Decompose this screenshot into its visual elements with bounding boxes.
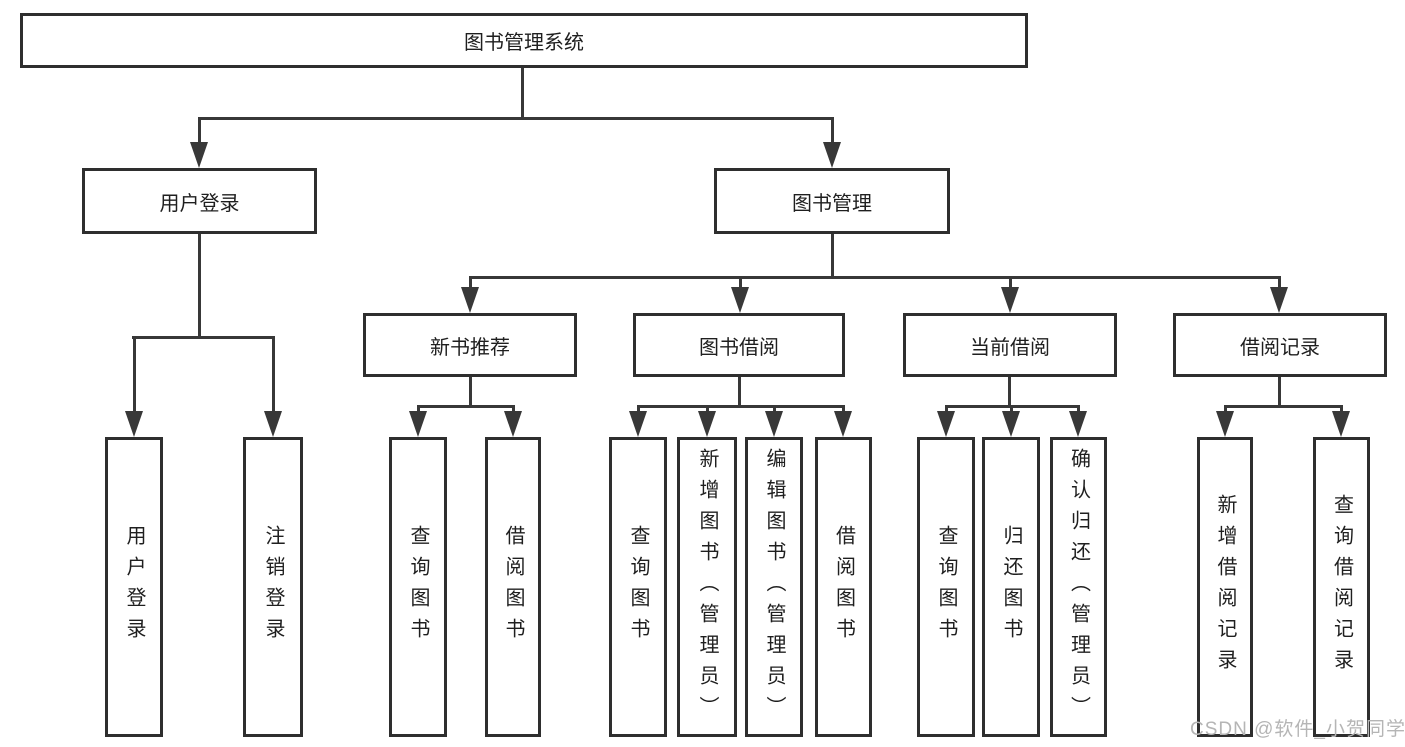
- connector-line: [1278, 276, 1281, 290]
- arrowhead: [765, 411, 783, 437]
- arrowhead: [504, 411, 522, 437]
- node-current-borrowing-label: 当前借阅: [970, 336, 1050, 359]
- leaf-query-borrow-record-label: 查询借阅记录: [1330, 494, 1353, 680]
- leaf-query-books-recommend-label: 查询图书: [407, 525, 429, 649]
- node-borrowing-records: 借阅记录: [1173, 313, 1387, 377]
- connector-line: [417, 405, 420, 415]
- arrowhead: [1069, 411, 1087, 437]
- connector-line: [521, 68, 524, 118]
- connector-line: [1009, 276, 1012, 290]
- connector-line: [706, 405, 709, 415]
- leaf-add-borrow-record-label: 新增借阅记录: [1214, 494, 1236, 680]
- connector-line: [1224, 405, 1227, 415]
- arrowhead: [409, 411, 427, 437]
- connector-line: [1224, 405, 1343, 408]
- leaf-query-books-recommend: 查询图书: [389, 437, 447, 737]
- connector-line: [132, 336, 274, 339]
- leaf-edit-book-admin-label: 编辑图书（管理员）: [763, 447, 785, 727]
- connector-line: [1278, 377, 1281, 408]
- node-new-book-recommendation: 新书推荐: [363, 313, 577, 377]
- leaf-borrow-books-borrowing-label: 借阅图书: [832, 525, 855, 649]
- arrowhead: [125, 411, 143, 437]
- leaf-borrow-books-recommend: 借阅图书: [485, 437, 541, 737]
- node-borrowing-records-label: 借阅记录: [1240, 336, 1320, 359]
- arrowhead: [1001, 287, 1019, 313]
- connector-line: [512, 405, 515, 415]
- connector-line: [469, 276, 472, 290]
- arrowhead: [629, 411, 647, 437]
- node-new-book-recommendation-label: 新书推荐: [430, 336, 510, 359]
- node-book-management: 图书管理: [714, 168, 950, 234]
- connector-line: [417, 405, 515, 408]
- watermark: CSDN @软件_小贺同学: [1190, 719, 1405, 740]
- leaf-edit-book-admin: 编辑图书（管理员）: [745, 437, 803, 737]
- leaf-logout-label: 注销登录: [262, 525, 284, 649]
- connector-line: [773, 405, 776, 415]
- arrowhead: [1002, 411, 1020, 437]
- arrowhead: [1332, 411, 1350, 437]
- connector-line: [739, 276, 742, 290]
- connector-line: [1340, 405, 1343, 415]
- leaf-confirm-return-admin-label: 确认归还（管理员）: [1067, 447, 1090, 727]
- node-book-borrowing-label: 图书借阅: [699, 336, 779, 359]
- connector-line: [738, 377, 741, 408]
- arrowhead: [937, 411, 955, 437]
- connector-line: [469, 377, 472, 408]
- leaf-return-books: 归还图书: [982, 437, 1040, 737]
- arrowhead: [834, 411, 852, 437]
- arrowhead: [264, 411, 282, 437]
- leaf-borrow-books-recommend-label: 借阅图书: [502, 525, 524, 649]
- node-book-borrowing: 图书借阅: [633, 313, 845, 377]
- connector-line: [637, 405, 640, 415]
- connector-line: [1008, 377, 1011, 408]
- node-book-management-label: 图书管理: [792, 192, 872, 215]
- connector-line: [842, 405, 845, 415]
- arrowhead: [190, 142, 208, 168]
- leaf-user-login: 用户登录: [105, 437, 163, 737]
- leaf-return-books-label: 归还图书: [1000, 525, 1022, 649]
- connector-line: [198, 234, 201, 337]
- connector-line: [1010, 405, 1013, 415]
- connector-line: [272, 336, 275, 414]
- leaf-add-book-admin-label: 新增图书（管理员）: [696, 447, 718, 727]
- leaf-query-borrow-record: 查询借阅记录: [1313, 437, 1370, 737]
- leaf-add-borrow-record: 新增借阅记录: [1197, 437, 1253, 737]
- leaf-logout: 注销登录: [243, 437, 303, 737]
- leaf-query-books-current: 查询图书: [917, 437, 975, 737]
- leaf-query-books-borrowing-label: 查询图书: [627, 525, 649, 649]
- arrowhead: [731, 287, 749, 313]
- connector-line: [831, 117, 834, 147]
- connector-line: [945, 405, 948, 415]
- leaf-user-login-label: 用户登录: [123, 525, 145, 649]
- leaf-borrow-books-borrowing: 借阅图书: [815, 437, 872, 737]
- connector-line: [198, 117, 201, 147]
- leaf-add-book-admin: 新增图书（管理员）: [677, 437, 737, 737]
- connector-line: [469, 276, 1281, 279]
- leaf-query-books-current-label: 查询图书: [935, 525, 957, 649]
- arrowhead: [698, 411, 716, 437]
- node-current-borrowing: 当前借阅: [903, 313, 1117, 377]
- arrowhead: [823, 142, 841, 168]
- connector-line: [1077, 405, 1080, 415]
- connector-line: [831, 234, 834, 279]
- connector-line: [133, 336, 136, 414]
- arrowhead: [1216, 411, 1234, 437]
- node-user-login-label: 用户登录: [159, 192, 240, 215]
- leaf-confirm-return-admin: 确认归还（管理员）: [1050, 437, 1107, 737]
- node-library-management-system: 图书管理系统: [20, 13, 1028, 68]
- connector-line: [637, 405, 845, 408]
- arrowhead: [461, 287, 479, 313]
- arrowhead: [1270, 287, 1288, 313]
- leaf-query-books-borrowing: 查询图书: [609, 437, 667, 737]
- connector-line: [198, 117, 834, 120]
- node-user-login: 用户登录: [82, 168, 317, 234]
- node-library-management-system-label: 图书管理系统: [464, 32, 584, 54]
